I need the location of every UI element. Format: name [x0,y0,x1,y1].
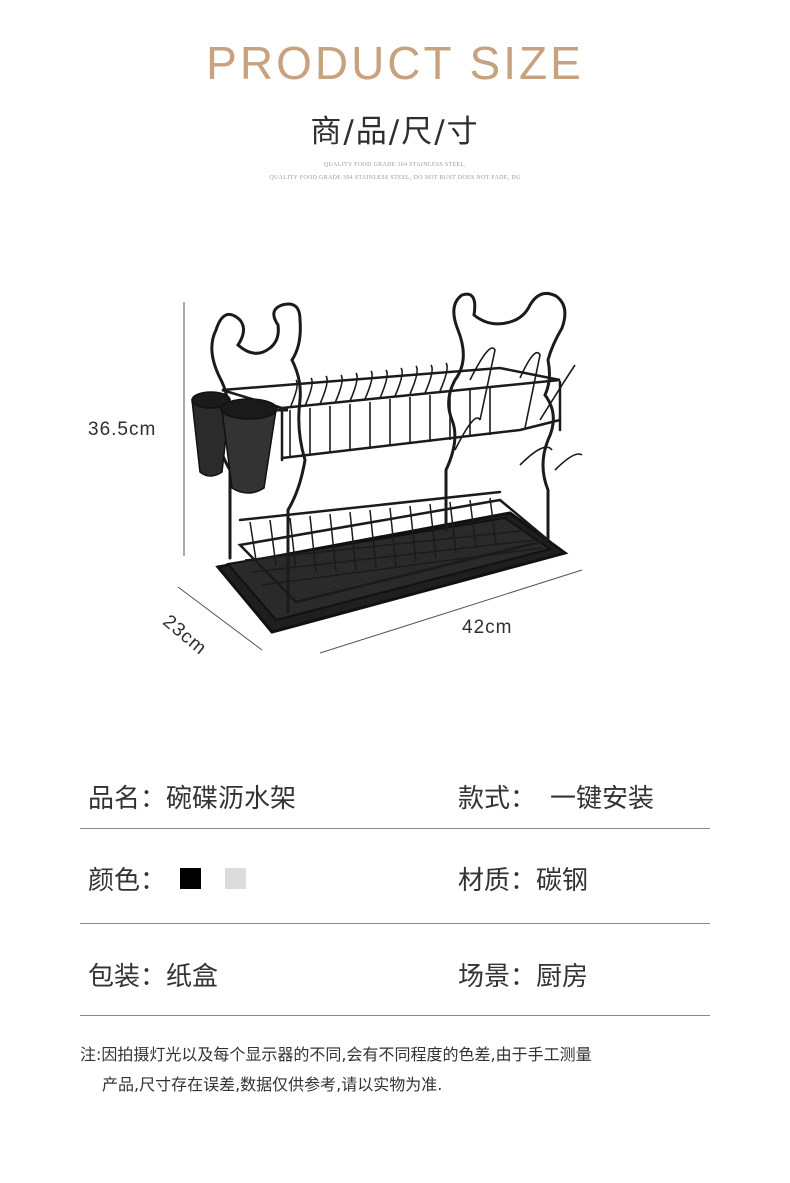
material-label: 材质： [458,866,537,896]
divider-3 [80,1015,710,1016]
material-value: 碳钢 [536,866,589,896]
divider-1 [80,828,710,829]
dimension-lines [177,302,583,654]
fine-print-line-1: QUALITY FOOD GRADE 304 STAINLESS STEEL, [323,162,467,168]
fine-print-line-2: QUALITY FOOD GRADE 304 STAINLESS STEEL, … [269,175,521,181]
scene-value: 厨房 [536,962,589,992]
color-spec: 颜色： [88,860,247,897]
material-spec: 材质：碳钢 [458,860,588,897]
name-spec: 品名：碗碟沥水架 [88,778,296,815]
disclaimer-note: 注:因拍摄灯光以及每个显示器的不同,会有不同程度的色差,由于手工测量 产品,尺寸… [80,1040,720,1100]
height-dimension: 36.5cm [88,419,157,440]
dish-rack-illustration [177,292,583,654]
scene-spec: 场景：厨房 [458,956,588,993]
width-dimension: 42cm [462,617,513,638]
package-value: 纸盒 [166,962,219,992]
name-label: 品名： [88,784,167,814]
lower-rack-wires [244,497,543,586]
package-spec: 包装：纸盒 [88,956,218,993]
style-label: 款式： [458,784,537,814]
color-label: 颜色： [88,866,167,896]
style-value: 一键安装 [550,784,655,814]
color-swatch-gray [225,868,247,889]
title-cn: 商/品/尺/寸 [310,114,480,150]
spec-row-1: 品名：碗碟沥水架 款式： 一键安装 [80,778,710,868]
name-value: 碗碟沥水架 [166,784,297,814]
upper-rack-wires [289,347,583,471]
style-spec: 款式： 一键安装 [458,778,654,815]
utensil-holder [191,391,288,494]
color-swatch-black [180,868,202,889]
scene-label: 场景： [458,962,537,992]
divider-2 [80,923,710,924]
package-label: 包装： [88,962,167,992]
spec-row-3: 包装：纸盒 场景：厨房 [80,956,710,1046]
note-line-1: 注:因拍摄灯光以及每个显示器的不同,会有不同程度的色差,由于手工测量 [80,1045,592,1064]
spec-row-2: 颜色： 材质：碳钢 [80,860,710,950]
note-line-2: 产品,尺寸存在误差,数据仅供参考,请以实物为准. [102,1075,443,1094]
title-en: PRODUCT SIZE [206,37,584,89]
